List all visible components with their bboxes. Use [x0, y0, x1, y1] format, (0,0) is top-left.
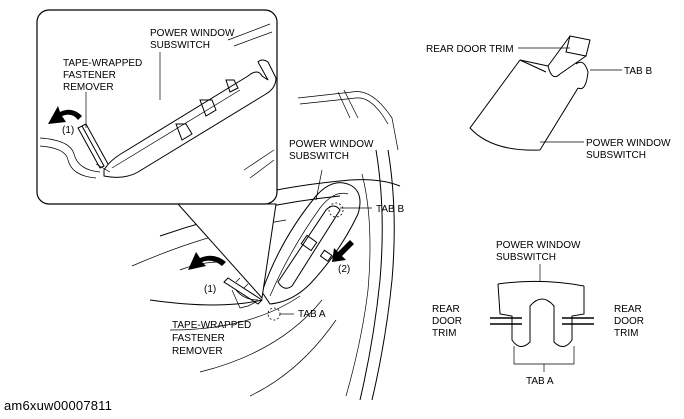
upper-subswitch-label-2: SUBSWITCH	[586, 150, 646, 161]
inset-callout	[36, 9, 278, 300]
figure-code: am6xuw00007811	[4, 398, 113, 413]
inset-remover-label-1: TAPE-WRAPPED	[63, 58, 142, 69]
inset-remover-label-3: REMOVER	[63, 82, 114, 93]
inset-subswitch	[103, 59, 277, 178]
door-step-2-label: (2)	[338, 264, 350, 275]
lower-rear-right-label-3: TRIM	[614, 328, 638, 339]
lower-rear-left-label-1: REAR	[432, 304, 460, 315]
door-step-1-label: (1)	[204, 284, 216, 295]
door-tab-a-label: TAB A	[298, 309, 326, 320]
upper-right-detail	[469, 35, 622, 151]
door-remover-label-1: TAPE-WRAPPED	[172, 320, 251, 331]
curved-arrow-icon	[48, 106, 82, 124]
dashed-circle-icon	[328, 202, 344, 218]
door-tab-b-label: TAB B	[376, 204, 404, 215]
inset-step-1-label: (1)	[62, 125, 74, 136]
door-labels: POWER WINDOW SUBSWITCH TAB B TAB A (1) (…	[172, 139, 404, 357]
lower-rear-right-label-2: DOOR	[614, 316, 644, 327]
curved-arrow-icon	[188, 252, 226, 270]
upper-tab-b-label: TAB B	[624, 66, 652, 77]
upper-right-labels: REAR DOOR TRIM TAB B POWER WINDOW SUBSWI…	[426, 44, 671, 161]
lower-rear-left-label-3: TRIM	[432, 328, 456, 339]
inset-remover-label-2: FASTENER	[63, 70, 116, 81]
door-remover-label-3: REMOVER	[172, 346, 223, 357]
upper-rear-door-trim-label: REAR DOOR TRIM	[426, 44, 514, 55]
upper-subswitch-label-1: POWER WINDOW	[586, 138, 671, 149]
inset-subswitch-label-1: POWER WINDOW	[150, 28, 235, 39]
lower-subswitch-label-1: POWER WINDOW	[496, 240, 581, 251]
lower-subswitch-label-2: SUBSWITCH	[496, 252, 556, 263]
lower-rear-left-label-2: DOOR	[432, 316, 462, 327]
inset-labels: POWER WINDOW SUBSWITCH TAPE-WRAPPED FAST…	[62, 28, 235, 136]
lower-tab-a-label: TAB A	[526, 376, 554, 387]
dashed-circle-icon	[267, 307, 281, 321]
door-subswitch-label-2: SUBSWITCH	[289, 151, 349, 162]
door-remover-label-2: FASTENER	[172, 333, 225, 344]
inset-subswitch-label-2: SUBSWITCH	[150, 40, 210, 51]
lower-rear-right-label-1: REAR	[614, 304, 642, 315]
lower-right-labels: POWER WINDOW SUBSWITCH REAR DOOR TRIM RE…	[432, 240, 644, 387]
door-subswitch-label-1: POWER WINDOW	[289, 139, 374, 150]
lower-right-section	[490, 264, 594, 372]
door-subswitch	[277, 205, 341, 289]
push-arrow-icon	[332, 240, 354, 262]
door-illustration	[131, 89, 401, 401]
door-fastener-remover-tool	[223, 277, 263, 305]
